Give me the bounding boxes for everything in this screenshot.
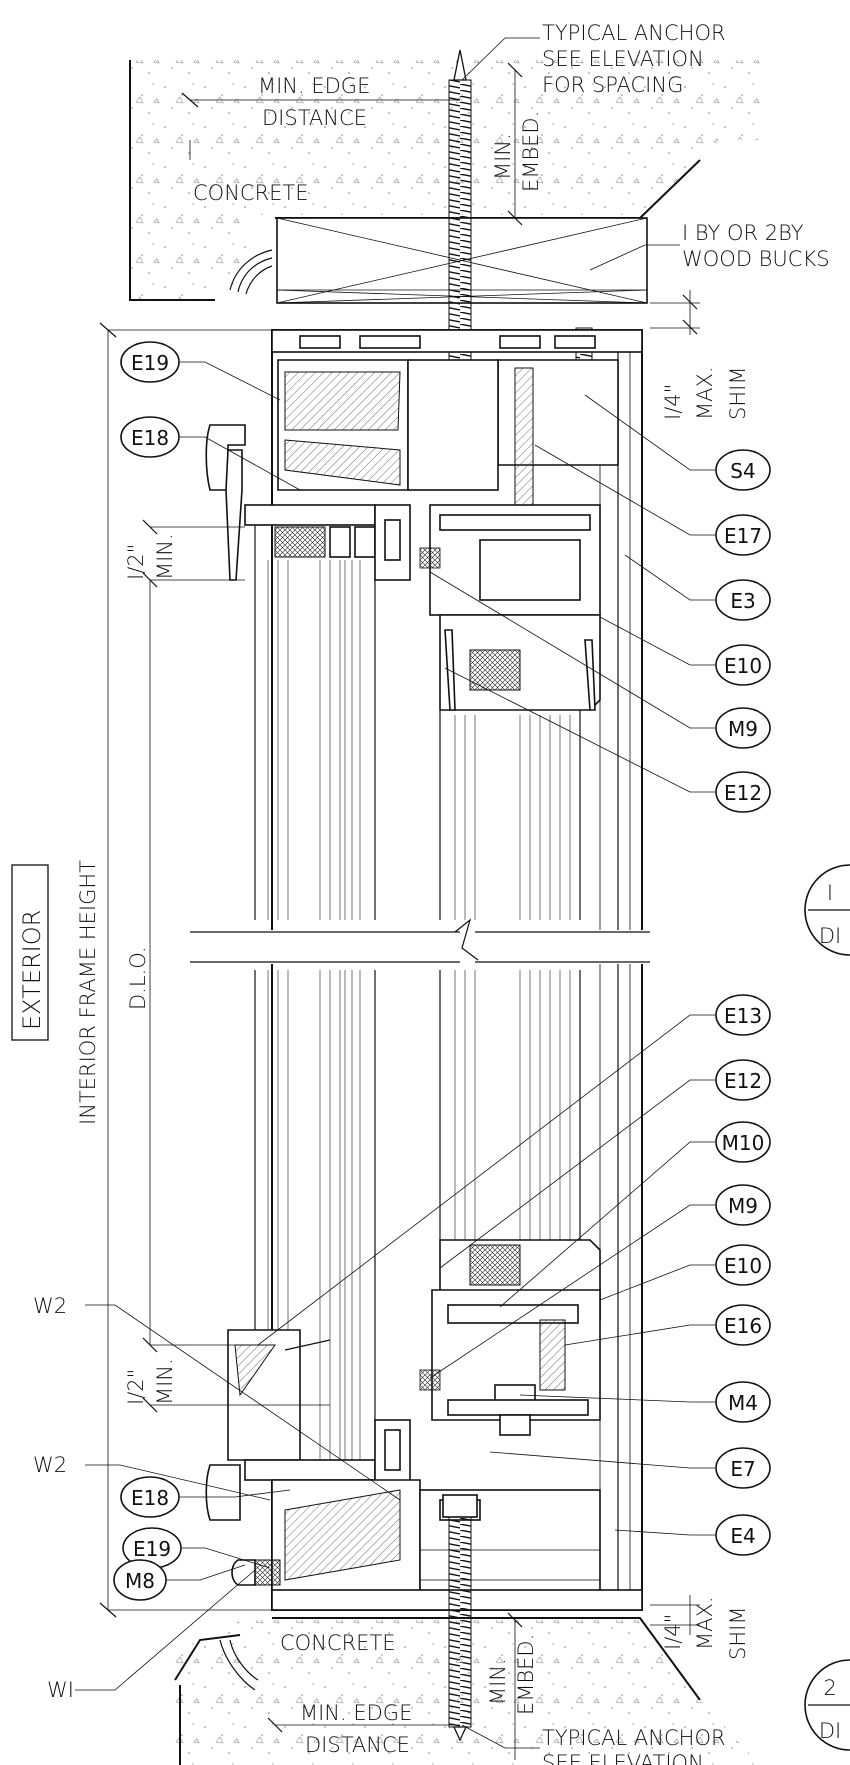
anchor-note-line2: SEE ELEVATION: [542, 47, 704, 71]
head-profile: [271, 329, 643, 541]
callout-bubble: E12: [715, 771, 771, 813]
embed-bottom-line2: EMBED.: [514, 1634, 538, 1715]
section-mark-2: 2 DI: [804, 1659, 850, 1751]
bucks-line2: WOOD BUCKS: [682, 247, 830, 271]
svg-text:E7: E7: [730, 1457, 755, 1481]
exterior-label: EXTERIOR: [18, 910, 46, 1030]
callout-bubble: E18: [120, 416, 180, 458]
svg-text:M9: M9: [728, 1194, 758, 1218]
svg-text:E19: E19: [133, 1537, 171, 1561]
callout-bubble: E13: [715, 994, 771, 1036]
section-mark-1: I DI: [804, 864, 850, 956]
dlo-label: D.L.O.: [126, 946, 150, 1010]
weld-label: WI: [47, 1678, 74, 1702]
callout-bubble: M9: [715, 1184, 771, 1226]
right-callouts: S4 E17 E3 E10 M9 E12 E13 E12 M10 M9 E10 …: [715, 449, 771, 1556]
callout-bubble: E4: [715, 1514, 771, 1556]
frame-height-label: INTERIOR FRAME HEIGHT: [76, 860, 100, 1125]
callout-bubble: M9: [715, 707, 771, 749]
shim-top-line3: SHIM: [726, 367, 750, 420]
sill-profile: [231, 1479, 643, 1611]
callout-bubble: E10: [715, 1244, 771, 1286]
left-callouts: E19 E18 E18 E19 M8: [113, 341, 182, 1601]
half-top-line2: MIN.: [153, 533, 177, 580]
anchor-note-line1: TYPICAL ANCHOR: [542, 21, 726, 45]
edge-bottom-line2: DISTANCE: [305, 1733, 410, 1757]
shim-bottom-line1: I/4": [661, 1614, 685, 1650]
svg-text:E17: E17: [724, 524, 762, 548]
svg-text:E4: E4: [730, 1524, 755, 1548]
bottom-exterior-stop: [205, 1329, 411, 1521]
svg-text:E10: E10: [724, 1254, 762, 1278]
callout-bubble: E16: [715, 1304, 771, 1346]
svg-text:E13: E13: [724, 1004, 762, 1028]
weld-label: W2: [33, 1294, 67, 1318]
svg-text:DI: DI: [819, 924, 841, 948]
embed-label-line1: MIN.: [491, 133, 515, 180]
callout-bubble: E19: [120, 341, 180, 383]
side-labels: EXTERIOR INTERIOR FRAME HEIGHT D.L.O.: [11, 860, 150, 1125]
svg-text:I: I: [827, 881, 833, 905]
svg-text:E18: E18: [131, 1486, 169, 1510]
top-labels: TYPICAL ANCHOR SEE ELEVATION FOR SPACING…: [124, 21, 830, 580]
callout-bubble: E12: [715, 1059, 771, 1101]
svg-text:M9: M9: [728, 717, 758, 741]
weld-labels: W2 W2 WI: [33, 1294, 74, 1702]
bottom-labels: I/2" MIN. CONCRETE MIN. EMBED. I/4" MAX.…: [124, 1358, 750, 1765]
svg-text:E16: E16: [724, 1314, 762, 1338]
concrete-label-bottom: CONCRETE: [280, 1631, 396, 1655]
callout-bubble: E7: [715, 1447, 771, 1489]
callout-bubble: E17: [715, 514, 771, 556]
svg-text:E10: E10: [724, 654, 762, 678]
callout-bubble: E18: [120, 1476, 180, 1518]
edge-bottom-line1: MIN. EDGE: [300, 1701, 412, 1725]
half-top-line1: I/2": [124, 544, 148, 580]
weld-label: W2: [33, 1453, 67, 1477]
bucks-line1: I BY OR 2BY: [682, 221, 804, 245]
exterior-box: [11, 864, 49, 1041]
embed-bottom-line1: MIN.: [486, 1658, 510, 1705]
half-bottom-line1: I/2": [124, 1369, 148, 1405]
edge-distance-line1: MIN. EDGE: [258, 74, 370, 98]
svg-text:M10: M10: [722, 1131, 765, 1155]
svg-text:E3: E3: [730, 589, 755, 613]
shim-bottom-line3: SHIM: [726, 1607, 750, 1660]
meeting-rail-bottom: [419, 1239, 601, 1436]
callout-bubble: M10: [715, 1121, 771, 1163]
svg-text:S4: S4: [730, 459, 755, 483]
break-line: [190, 918, 650, 964]
svg-text:E12: E12: [724, 781, 762, 805]
bottom-concrete: [174, 1617, 760, 1765]
anchor-bottom-line2: SEE ELEVATION: [542, 1751, 704, 1765]
callout-bubble: M8: [113, 1559, 167, 1601]
leader-lines: [75, 37, 715, 1749]
shim-top-line1: I/4": [661, 384, 685, 420]
concrete-label-top: CONCRETE: [193, 181, 309, 205]
callout-bubble: E19: [122, 1527, 182, 1569]
callout-bubble: S4: [715, 449, 771, 491]
dimension-lines: [99, 62, 700, 1760]
edge-distance-line2: DISTANCE: [262, 106, 367, 130]
meeting-rail-top: [419, 504, 601, 920]
half-bottom-line2: MIN.: [153, 1358, 177, 1405]
embed-label-line2: EMBED.: [519, 111, 543, 192]
top-exterior-stop: [205, 424, 246, 581]
svg-text:M8: M8: [125, 1569, 155, 1593]
callout-bubble: E3: [715, 579, 771, 621]
top-glass-outer: [244, 504, 411, 920]
svg-text:E12: E12: [724, 1069, 762, 1093]
shim-bottom-line2: MAX.: [693, 1596, 717, 1650]
shim-top-line2: MAX.: [693, 366, 717, 420]
callout-bubble: M4: [715, 1381, 771, 1423]
anchor-note-line3: FOR SPACING: [542, 73, 683, 97]
callout-bubble: E10: [715, 644, 771, 686]
svg-text:DI: DI: [819, 1719, 841, 1743]
svg-text:E18: E18: [131, 426, 169, 450]
svg-text:E19: E19: [131, 351, 169, 375]
anchor-bottom-line1: TYPICAL ANCHOR: [542, 1726, 726, 1750]
svg-text:M4: M4: [728, 1391, 758, 1415]
top-sealant: [229, 249, 273, 295]
svg-text:2: 2: [823, 1676, 836, 1700]
